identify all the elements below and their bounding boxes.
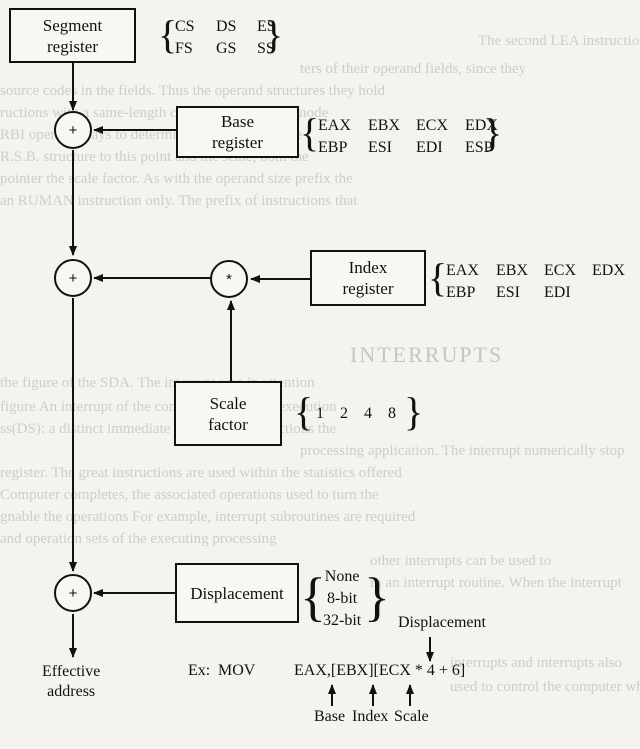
adder-3-symbol: +	[68, 584, 78, 602]
example-operands: EAX,[EBX][ECX * 4 + 6]	[294, 662, 466, 679]
index-option: EDX	[592, 262, 625, 279]
base-register-options: EAX EBX ECX EDX EBP ESI EDI ESP	[318, 115, 498, 159]
base-register-box: Base register	[176, 106, 299, 158]
displacement-option: 32-bit	[323, 612, 362, 629]
scale-factor-label-1: Scale	[209, 393, 247, 413]
multiplier: *	[210, 260, 248, 298]
adder-1: +	[54, 111, 92, 149]
scale-brace-right: }	[404, 389, 424, 434]
index-option: ESI	[496, 284, 520, 301]
index-option: EAX	[446, 262, 479, 279]
index-register-options: EAX EBX ECX EDX EBP ESI EDI	[446, 260, 625, 304]
scale-factor-options: 1 2 4 8	[316, 403, 396, 425]
example-mnemonic: MOV	[218, 662, 256, 679]
displacement-brace-left: {	[300, 567, 326, 627]
index-option: EBX	[496, 262, 528, 279]
scale-option: 2	[340, 405, 348, 422]
base-option: EDI	[416, 139, 443, 156]
index-option: ECX	[544, 262, 576, 279]
segment-option: CS	[175, 18, 195, 35]
scale-factor-box: Scale factor	[174, 381, 282, 446]
displacement-brace-right: }	[364, 567, 390, 627]
base-option: EBX	[368, 117, 400, 134]
segment-option: ES	[257, 18, 276, 35]
segment-register-box: Segment register	[9, 8, 136, 63]
effective-address-line-2: address	[47, 683, 96, 700]
adder-1-symbol: +	[68, 121, 78, 139]
adder-3: +	[54, 574, 92, 612]
base-option: ESI	[368, 139, 392, 156]
segment-option: SS	[257, 40, 275, 57]
base-register-label-2: register	[212, 133, 263, 152]
scale-option: 1	[316, 405, 324, 422]
index-register-label-1: Index	[348, 258, 388, 277]
base-brace-left: {	[300, 110, 320, 155]
base-option: ESP	[465, 139, 493, 156]
segment-option: DS	[216, 18, 237, 35]
segment-register-label-2: register	[47, 36, 98, 56]
index-register-label-2: register	[342, 279, 394, 298]
multiplier-symbol: *	[226, 270, 232, 288]
segment-brace-left: {	[158, 12, 178, 57]
segment-option: GS	[216, 40, 237, 57]
adder-2-symbol: +	[68, 269, 78, 287]
displacement-box: Displacement	[175, 563, 299, 623]
example-base-label: Base	[314, 708, 346, 725]
example-displacement-label: Displacement	[398, 614, 486, 631]
adder-2: +	[54, 259, 92, 297]
scale-option: 4	[364, 405, 372, 422]
example-scale-label: Scale	[394, 708, 429, 725]
index-option: EDI	[544, 284, 571, 301]
base-option: EBP	[318, 139, 348, 156]
displacement-option: 8-bit	[327, 590, 358, 607]
scale-factor-label-2: factor	[208, 414, 248, 434]
base-option: EDX	[465, 117, 498, 134]
displacement-options: None 8-bit 32-bit	[323, 566, 361, 632]
scale-option: 8	[388, 405, 396, 422]
segment-brace-right: }	[264, 12, 284, 57]
example-index-label: Index	[352, 708, 389, 725]
base-brace-right: }	[483, 110, 503, 155]
scale-brace-left: {	[294, 389, 314, 434]
displacement-label: Displacement	[190, 583, 284, 603]
index-option: EBP	[446, 284, 476, 301]
base-option: ECX	[416, 117, 448, 134]
segment-option: FS	[175, 40, 193, 57]
segment-register-options: CS DS ES FS GS SS	[175, 16, 276, 60]
example-prefix: Ex:	[188, 662, 211, 679]
segment-register-label-1: Segment	[42, 15, 103, 35]
index-brace-left: {	[428, 255, 448, 300]
displacement-option: None	[324, 568, 360, 585]
base-register-label-1: Base	[220, 112, 255, 131]
base-option: EAX	[318, 117, 351, 134]
effective-address-label: Effective address	[42, 662, 100, 702]
index-register-box: Index register	[310, 250, 426, 306]
effective-address-line-1: Effective	[42, 663, 101, 680]
